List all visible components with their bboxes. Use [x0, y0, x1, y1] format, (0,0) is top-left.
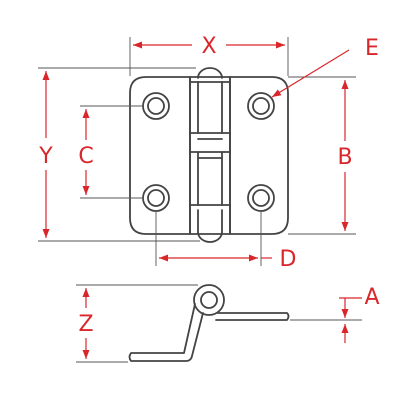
- hinge-knuckle: [189, 76, 231, 235]
- dimension-b: B: [337, 80, 353, 231]
- dimension-label-a: A: [364, 285, 379, 310]
- dimension-x: X: [133, 34, 285, 59]
- dimension-a: A: [339, 285, 380, 343]
- side-knuckle-inner: [200, 291, 218, 309]
- hinge-top-view: [129, 67, 289, 243]
- hinge-side-view: [128, 284, 290, 362]
- side-leaf-left: [128, 303, 204, 362]
- dimension-label-x: X: [201, 34, 216, 59]
- extension-lines-top: [38, 37, 356, 266]
- extension-lines-side: [76, 284, 362, 363]
- mounting-hole-top-right: [247, 92, 275, 120]
- dimension-label-c: C: [78, 144, 93, 169]
- dimension-y: Y: [38, 71, 53, 238]
- dimension-label-d: D: [280, 247, 297, 272]
- dimension-label-b: B: [337, 145, 352, 170]
- dimension-z: Z: [78, 288, 94, 359]
- dimension-label-y: Y: [38, 144, 53, 169]
- dimension-e: E: [271, 36, 379, 98]
- mounting-hole-bottom-left: [142, 184, 170, 212]
- dimension-label-e: E: [365, 36, 379, 61]
- hinge-right-leaf: [229, 76, 289, 235]
- knuckle-segments: [189, 81, 231, 233]
- dimension-c: C: [78, 109, 94, 195]
- dimension-label-z: Z: [78, 312, 93, 337]
- dimension-d: D: [159, 247, 296, 272]
- knuckle-bottom-cap: [197, 231, 223, 243]
- mounting-hole-top-left: [142, 92, 170, 120]
- hinge-left-leaf: [129, 76, 191, 235]
- mounting-hole-bottom-right: [247, 184, 275, 212]
- knuckle-top-cap: [197, 67, 223, 79]
- side-knuckle-outer: [193, 284, 225, 316]
- side-leaf-right: [215, 312, 290, 321]
